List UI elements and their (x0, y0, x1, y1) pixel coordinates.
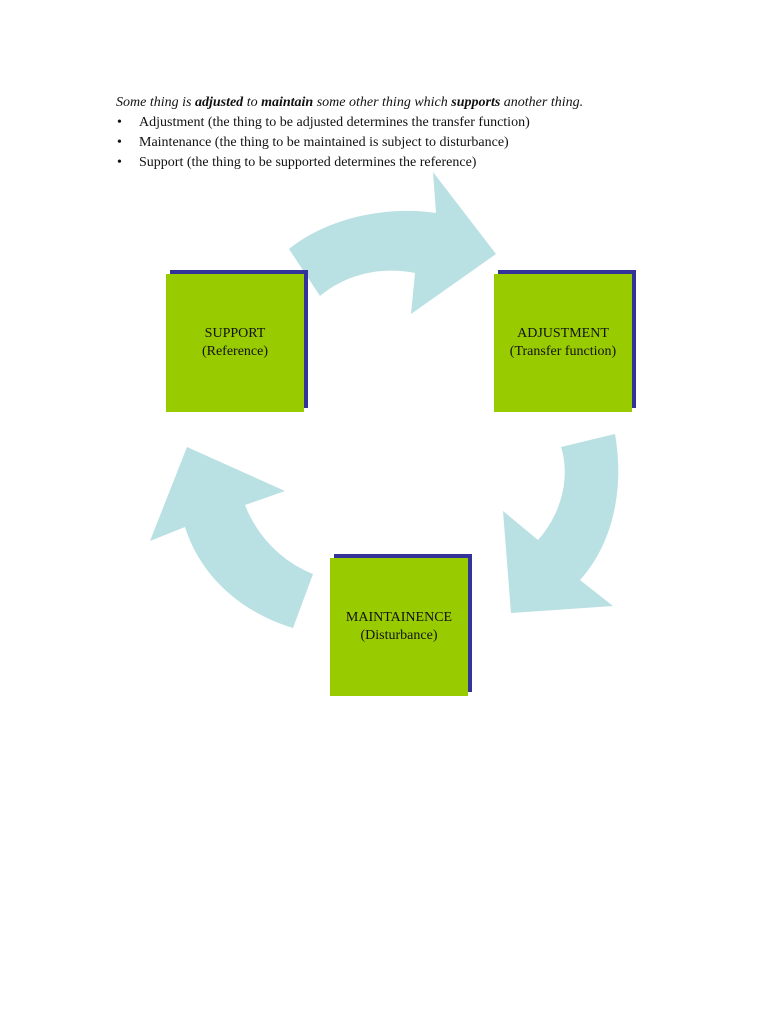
bullet-item-support: • Support (the thing to be supported dete… (116, 153, 716, 173)
adjustment-title: ADJUSTMENT (517, 326, 609, 341)
intro-sentence: Some thing is adjusted to maintain some … (116, 93, 716, 113)
bullet-dot: • (117, 115, 122, 130)
bullet-item-adjustment: • Adjustment (the thing to be adjusted de… (116, 113, 716, 133)
intro-part-2: to (243, 95, 262, 110)
support-subtitle: (Reference) (201, 344, 269, 359)
intro-word-supports: supports (451, 95, 501, 110)
bullet-dot: • (117, 155, 122, 170)
bullet-item-maintenance: • Maintenance (the thing to be maintained… (116, 133, 716, 153)
bullet-text: Maintenance (the thing to be maintained … (139, 135, 509, 150)
bullet-dot: • (117, 135, 122, 150)
arrow-support-to-adjustment (289, 172, 496, 314)
maintenance-title: MAINTAINENCE (345, 610, 453, 625)
intro-word-adjusted: adjusted (194, 95, 244, 110)
adjustment-box: ADJUSTMENT (Transfer function) (494, 274, 632, 412)
bullet-list: • Adjustment (the thing to be adjusted de… (116, 113, 716, 173)
bullet-text: Adjustment (the thing to be adjusted det… (139, 115, 530, 130)
intro-part-4: another thing. (500, 95, 584, 110)
support-title: SUPPORT (204, 326, 266, 341)
support-box: SUPPORT (Reference) (166, 274, 304, 412)
bullet-text: Support (the thing to be supported deter… (139, 155, 477, 170)
arrow-maintenance-to-support (150, 447, 313, 628)
intro-text: Some thing is adjusted to maintain some … (116, 93, 716, 173)
intro-part-3: some other thing which (313, 95, 452, 110)
maintenance-box: MAINTAINENCE (Disturbance) (330, 558, 468, 696)
adjustment-subtitle: (Transfer function) (509, 344, 617, 359)
intro-part-1: Some thing is (116, 95, 195, 110)
intro-word-maintain: maintain (261, 95, 314, 110)
maintenance-subtitle: (Disturbance) (360, 628, 438, 643)
arrow-adjustment-to-maintenance (503, 434, 619, 613)
